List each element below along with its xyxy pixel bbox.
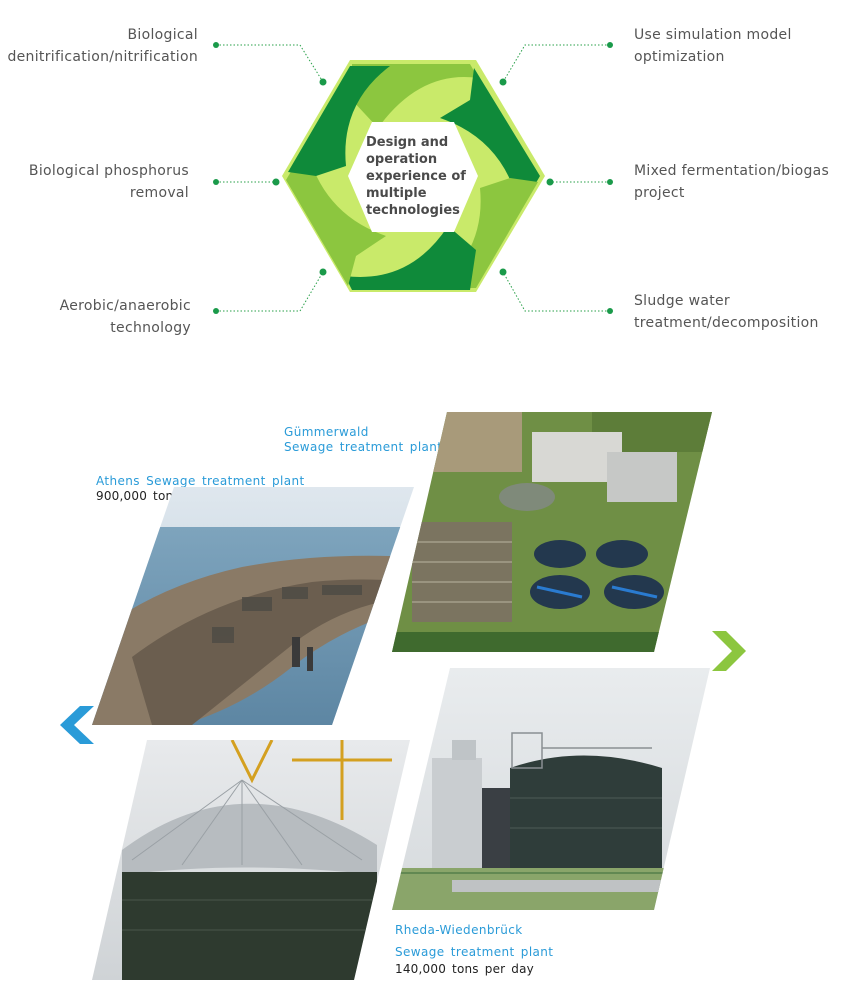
connector-lines [216,44,610,312]
plant-gummerwald-name: Gümmerwald [284,425,369,439]
technology-diagram [213,42,613,314]
right-item-3: Sludge water treatment/decomposition [634,290,819,334]
left-item-1: Biological denitrification/nitrification [7,24,198,68]
prev-arrow-chevron-left-icon[interactable] [60,706,94,744]
left-item-2: Biological phosphorus removal [29,160,189,204]
left-item-1-line1: Biological [127,27,198,43]
hexagon-swirl-icon [282,60,545,292]
plant-rheda-name: Rheda-Wiedenbrück [395,923,523,937]
right-item-2: Mixed fermentation/biogas project [634,160,829,204]
gummerwald-plant-photo[interactable] [392,412,712,652]
plant-gummerwald-subtitle: Sewage treatment plant [284,440,443,454]
right-item-2-line2: project [634,185,685,201]
left-item-3: Aerobic/anaerobic technology [60,295,191,339]
right-item-3-line1: Sludge water [634,293,730,309]
left-item-2-line2: removal [129,185,189,201]
right-item-2-line1: Mixed fermentation/biogas [634,163,830,179]
right-item-1-line1: Use simulation model [634,27,792,43]
athens-plant-photo[interactable] [92,487,414,725]
biogas-tank-photo[interactable] [92,740,412,980]
plant-rheda-capacity: 140,000 tons per day [395,962,534,976]
diagram-center-text: Design and operation experience of multi… [366,135,466,218]
right-item-1: Use simulation model optimization [634,24,792,68]
right-item-3-line2: treatment/decomposition [634,315,819,331]
left-item-3-line1: Aerobic/anaerobic [59,298,191,314]
next-arrow-chevron-right-icon[interactable] [712,631,746,671]
left-item-3-line2: technology [110,320,191,336]
connector-dots [213,42,613,314]
rheda-plant-photo[interactable] [392,668,712,910]
left-item-1-line2: denitrification/nitrification [7,49,198,65]
plant-athens-name: Athens Sewage treatment plant [96,474,305,488]
plant-rheda-subtitle: Sewage treatment plant [395,945,554,959]
right-item-1-line2: optimization [634,49,725,65]
left-item-2-line1: Biological phosphorus [28,163,189,179]
